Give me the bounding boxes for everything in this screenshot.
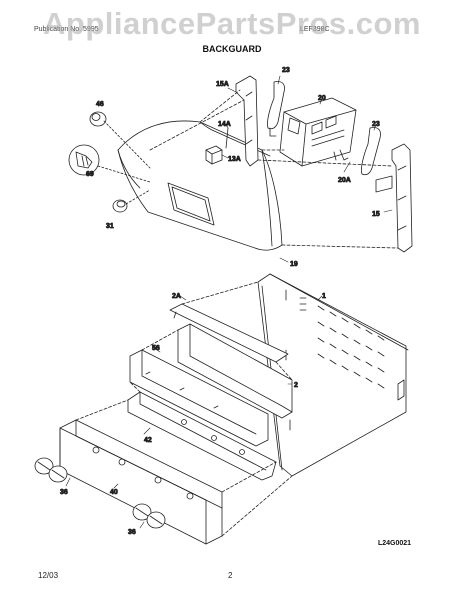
callout-14A: 14A xyxy=(218,121,231,128)
callout-15: 15 xyxy=(372,211,380,218)
callout-2A: 2A xyxy=(172,293,181,300)
callout-13A: 13A xyxy=(228,156,241,163)
connector xyxy=(205,127,229,165)
rear-panel xyxy=(257,273,409,477)
knob-small xyxy=(112,189,151,213)
leader-lines xyxy=(65,75,393,529)
page-number: 2 xyxy=(228,571,233,580)
knob-pair-right xyxy=(132,503,166,529)
callout-1: 1 xyxy=(322,293,326,300)
clip-left xyxy=(267,81,285,137)
callout-20: 20 xyxy=(318,95,326,102)
spacer-plate xyxy=(169,303,289,363)
page-title: BACKGUARD xyxy=(202,44,262,54)
assembly-lines-upper xyxy=(149,89,399,249)
callout-36-left: 36 xyxy=(60,489,68,496)
end-cap-right xyxy=(375,143,413,253)
assembly-lines-lower xyxy=(75,281,293,537)
callout-46: 46 xyxy=(96,101,104,108)
model-number: LEF398C xyxy=(300,26,330,33)
callout-56: 56 xyxy=(152,345,160,352)
callout-19: 19 xyxy=(290,261,298,268)
publication-number: Publication No. 5995 xyxy=(34,26,99,33)
footer-date: 12/03 xyxy=(38,571,59,580)
callout-15A: 15A xyxy=(216,81,229,88)
knob-pair-left xyxy=(34,457,68,483)
clip-right xyxy=(361,127,381,176)
end-cap-left xyxy=(235,75,259,167)
electronic-control-board xyxy=(279,97,357,167)
callout-23-left: 23 xyxy=(282,67,290,74)
backguard-panel xyxy=(117,120,283,251)
screw xyxy=(68,144,151,183)
knob xyxy=(89,111,151,169)
callout-40: 40 xyxy=(110,489,118,496)
callout-20A: 20A xyxy=(338,177,351,184)
callout-31: 31 xyxy=(106,223,114,230)
callout-23-right: 23 xyxy=(372,121,380,128)
callout-42: 42 xyxy=(144,437,152,444)
callout-69: 69 xyxy=(86,171,94,178)
callout-36-right: 36 xyxy=(128,529,136,536)
diagram-code: L24G0021 xyxy=(378,540,412,547)
callout-2: 2 xyxy=(294,382,298,389)
control-panel-bracket xyxy=(177,323,293,419)
